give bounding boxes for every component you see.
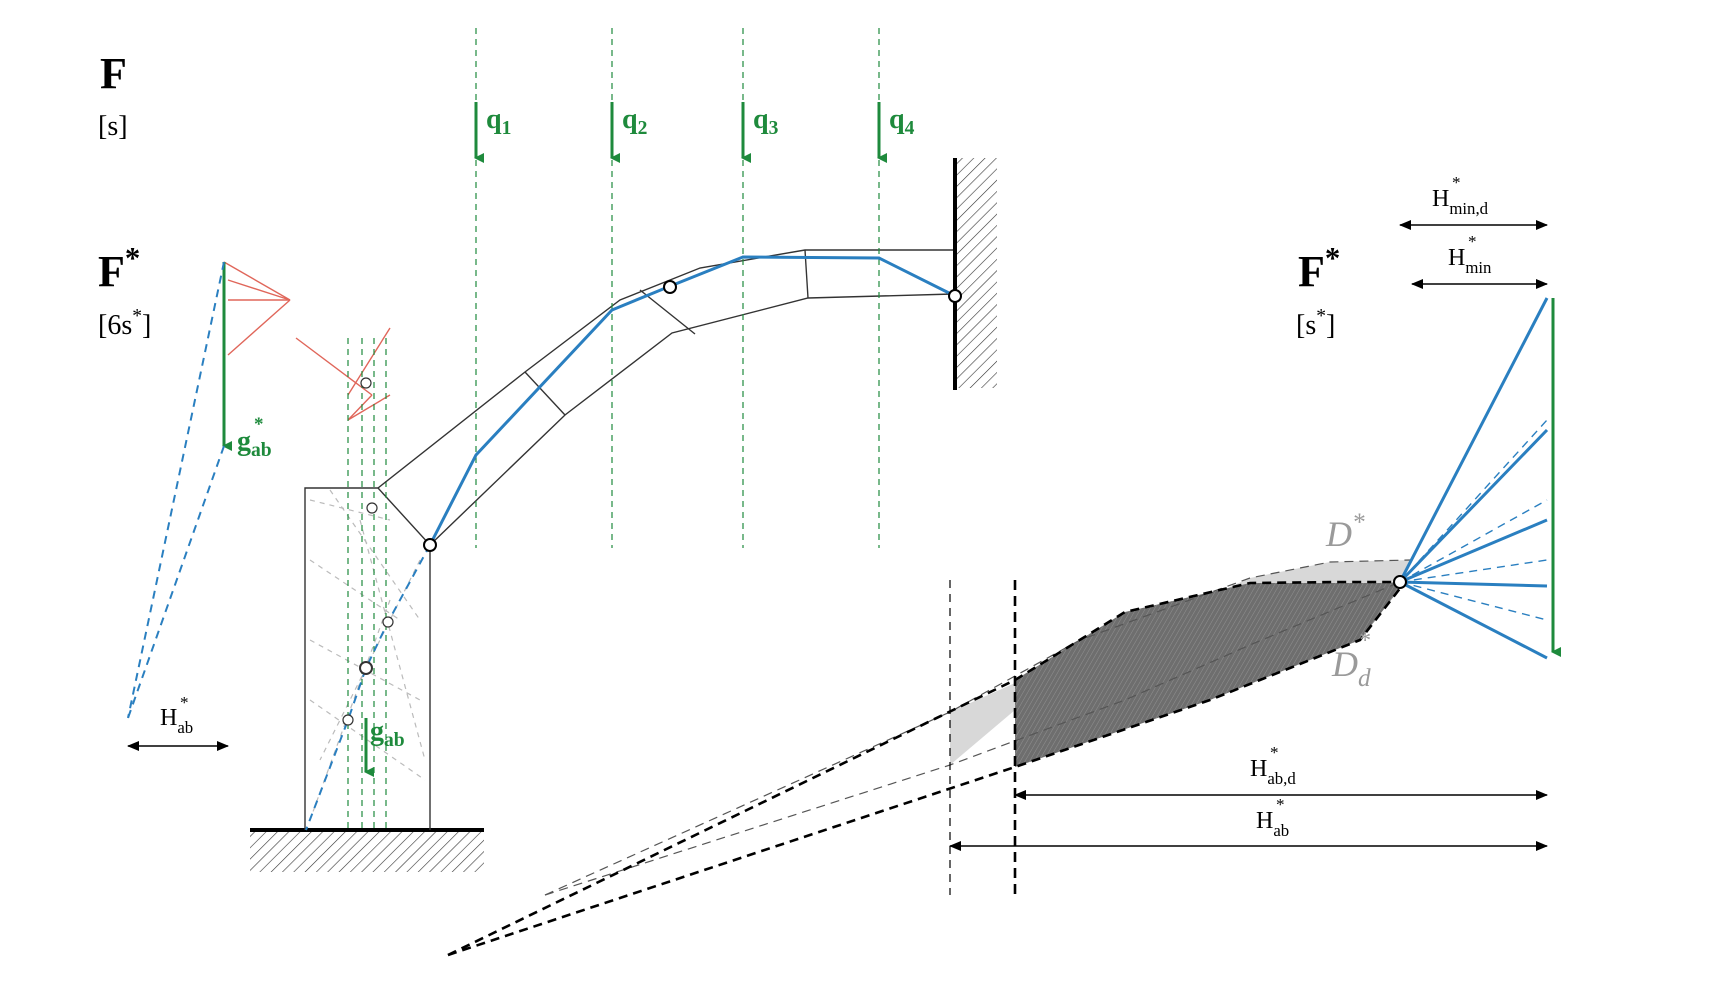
label-h-ab-left: Hab <box>160 705 193 737</box>
label-f-star-left: F* <box>98 241 140 296</box>
arch-nodes <box>423 280 962 552</box>
label-q4: q4 <box>889 104 915 139</box>
right-pole-node <box>1393 575 1407 589</box>
d-star-lower-dashed <box>544 581 1401 896</box>
left-thrust-dashed-2 <box>127 445 225 719</box>
label-q2: q2 <box>622 104 647 139</box>
label-h-min: Hmin <box>1448 245 1492 277</box>
label-q1: q1 <box>486 104 511 139</box>
label-f: F <box>100 49 127 98</box>
label-q3: q3 <box>753 104 779 139</box>
pillar-green-lines <box>347 338 387 830</box>
load-arrows <box>474 102 887 163</box>
load-lines <box>475 28 880 548</box>
label-h-ab-right: Hab <box>1256 808 1289 840</box>
label-f-star-left-unit: [6s*] <box>98 306 151 341</box>
region-d-d-star <box>1015 582 1405 767</box>
arch-thrust-line <box>428 255 956 546</box>
label-h-ab-left-sup: * <box>180 693 189 712</box>
wall-hatch <box>955 158 997 388</box>
d-star-dashed-outline <box>544 559 1411 896</box>
label-g-ab: gab <box>370 716 405 751</box>
label-h-ab-d-sup: * <box>1270 743 1279 762</box>
label-d-d-star-sup: * <box>1358 628 1370 654</box>
label-h-ab-right-sup: * <box>1276 795 1285 814</box>
ground-hatch-left <box>250 830 484 872</box>
left-thrust-dashed <box>127 261 225 719</box>
region-d-star <box>950 560 1410 765</box>
d-d-star-outline-top <box>447 580 1405 957</box>
right-force-rays-dashed <box>1399 419 1548 621</box>
label-f-star-right-unit: [s*] <box>1296 306 1335 341</box>
label-f-unit: [s] <box>98 111 128 142</box>
pillar-outline <box>304 487 431 830</box>
pillar-nodes <box>342 377 394 726</box>
left-force-polygon <box>223 261 391 421</box>
label-h-min-d-sup: * <box>1452 173 1461 192</box>
label-h-min-d: Hmin,d <box>1432 186 1489 218</box>
label-g-ab-star-sup: * <box>254 414 264 435</box>
pillar <box>250 487 484 872</box>
label-h-ab-d: Hab,d <box>1250 756 1296 788</box>
label-h-min-sup: * <box>1468 232 1477 251</box>
label-f-star-right: F* <box>1298 241 1340 296</box>
arch <box>377 249 954 546</box>
pillar-thrust-line <box>305 544 431 831</box>
label-d-star: D* <box>1325 509 1365 554</box>
right-force-rays <box>1398 297 1549 660</box>
label-d-d-star: Dd <box>1331 644 1371 692</box>
d-d-star-outline-bottom <box>447 581 1407 957</box>
label-g-ab-star: gab <box>237 426 272 461</box>
